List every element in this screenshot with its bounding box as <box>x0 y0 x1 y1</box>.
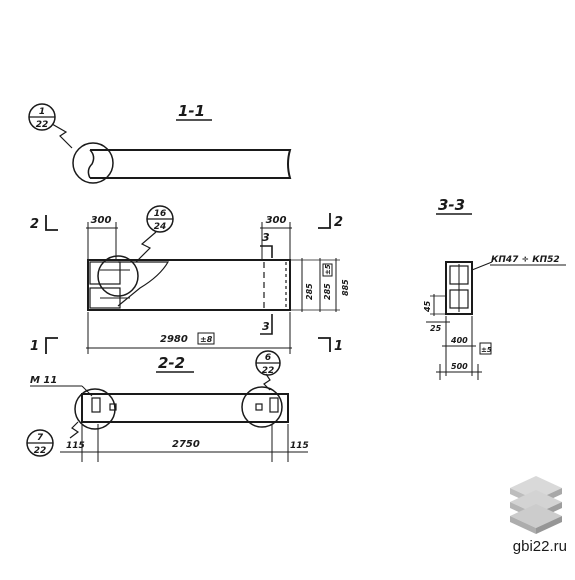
dim-285: 285 <box>305 283 314 300</box>
tol-5-c: ±5 <box>481 346 492 354</box>
dim-115-left: 115 <box>66 441 85 451</box>
beam-elevation-outline <box>87 259 291 311</box>
callout-6-top: 6 <box>265 353 271 363</box>
cut-mark-3-bottom: 3 <box>262 320 270 333</box>
cut-mark-1-right: 1 <box>334 339 343 354</box>
beam-section-2-2 <box>81 393 289 423</box>
cut-mark-2-right: 2 <box>334 215 343 230</box>
callout-6-bottom: 22 <box>262 366 275 376</box>
dim-500: 500 <box>451 362 468 371</box>
detail-circle-16 <box>97 255 139 297</box>
callout-1-top: 1 <box>39 107 45 117</box>
dim-400: 400 <box>450 336 468 345</box>
section-2-2: 2-2 M 11 6 22 7 22 115 2750 <box>26 350 309 462</box>
dim-2750: 2750 <box>172 439 200 450</box>
dim-25: 25 <box>430 324 442 333</box>
watermark-logo: gbi22.ru <box>510 476 567 555</box>
callout-7-22: 7 22 <box>26 429 54 457</box>
callout-1-bottom: 22 <box>36 120 49 130</box>
callout-1-22: 1 22 <box>28 103 56 131</box>
dim-285-b: 285 <box>323 283 332 300</box>
cut-mark-3-top: 3 <box>262 231 270 244</box>
tol-8: ±8 <box>200 335 213 344</box>
cut-mark-1-left: 1 <box>30 339 39 354</box>
label-kp47-kp52: КП47 ÷ КП52 <box>491 255 560 265</box>
callout-6-22: 6 22 <box>255 350 281 376</box>
detail-circle-7 <box>74 388 116 430</box>
dim-300-left: 300 <box>91 215 112 226</box>
dim-45: 45 <box>423 300 432 313</box>
section-2-2-title: 2-2 <box>158 354 185 372</box>
label-m11: M 11 <box>30 375 57 386</box>
section-1-1-title: 1-1 <box>178 102 205 120</box>
callout-16-bottom: 24 <box>154 222 167 232</box>
dim-300-right: 300 <box>266 215 287 226</box>
callout-7-top: 7 <box>37 433 44 443</box>
detail-circle-6 <box>241 386 283 428</box>
dim-2980: 2980 <box>160 334 188 345</box>
section-3-3-title: 3-3 <box>438 196 465 214</box>
section-1-1: 1-1 1 22 <box>28 102 292 184</box>
tol-5-b: ±5 <box>324 264 332 275</box>
callout-16-top: 16 <box>154 209 167 219</box>
callout-16-24: 16 24 <box>146 205 174 233</box>
callout-7-bottom: 22 <box>34 446 47 456</box>
cross-section-3-3 <box>445 261 473 315</box>
detail-circle-1 <box>72 142 114 184</box>
dim-885: 885 <box>341 279 350 296</box>
cut-mark-2-left: 2 <box>30 217 39 232</box>
dim-115-right: 115 <box>290 441 309 451</box>
main-elevation: 2 2 300 300 3 16 24 <box>30 205 350 354</box>
site-watermark: gbi22.ru <box>513 538 567 555</box>
section-3-3: 3-3 КП47 ÷ КП52 45 25 400 ±5 500 <box>423 196 566 380</box>
